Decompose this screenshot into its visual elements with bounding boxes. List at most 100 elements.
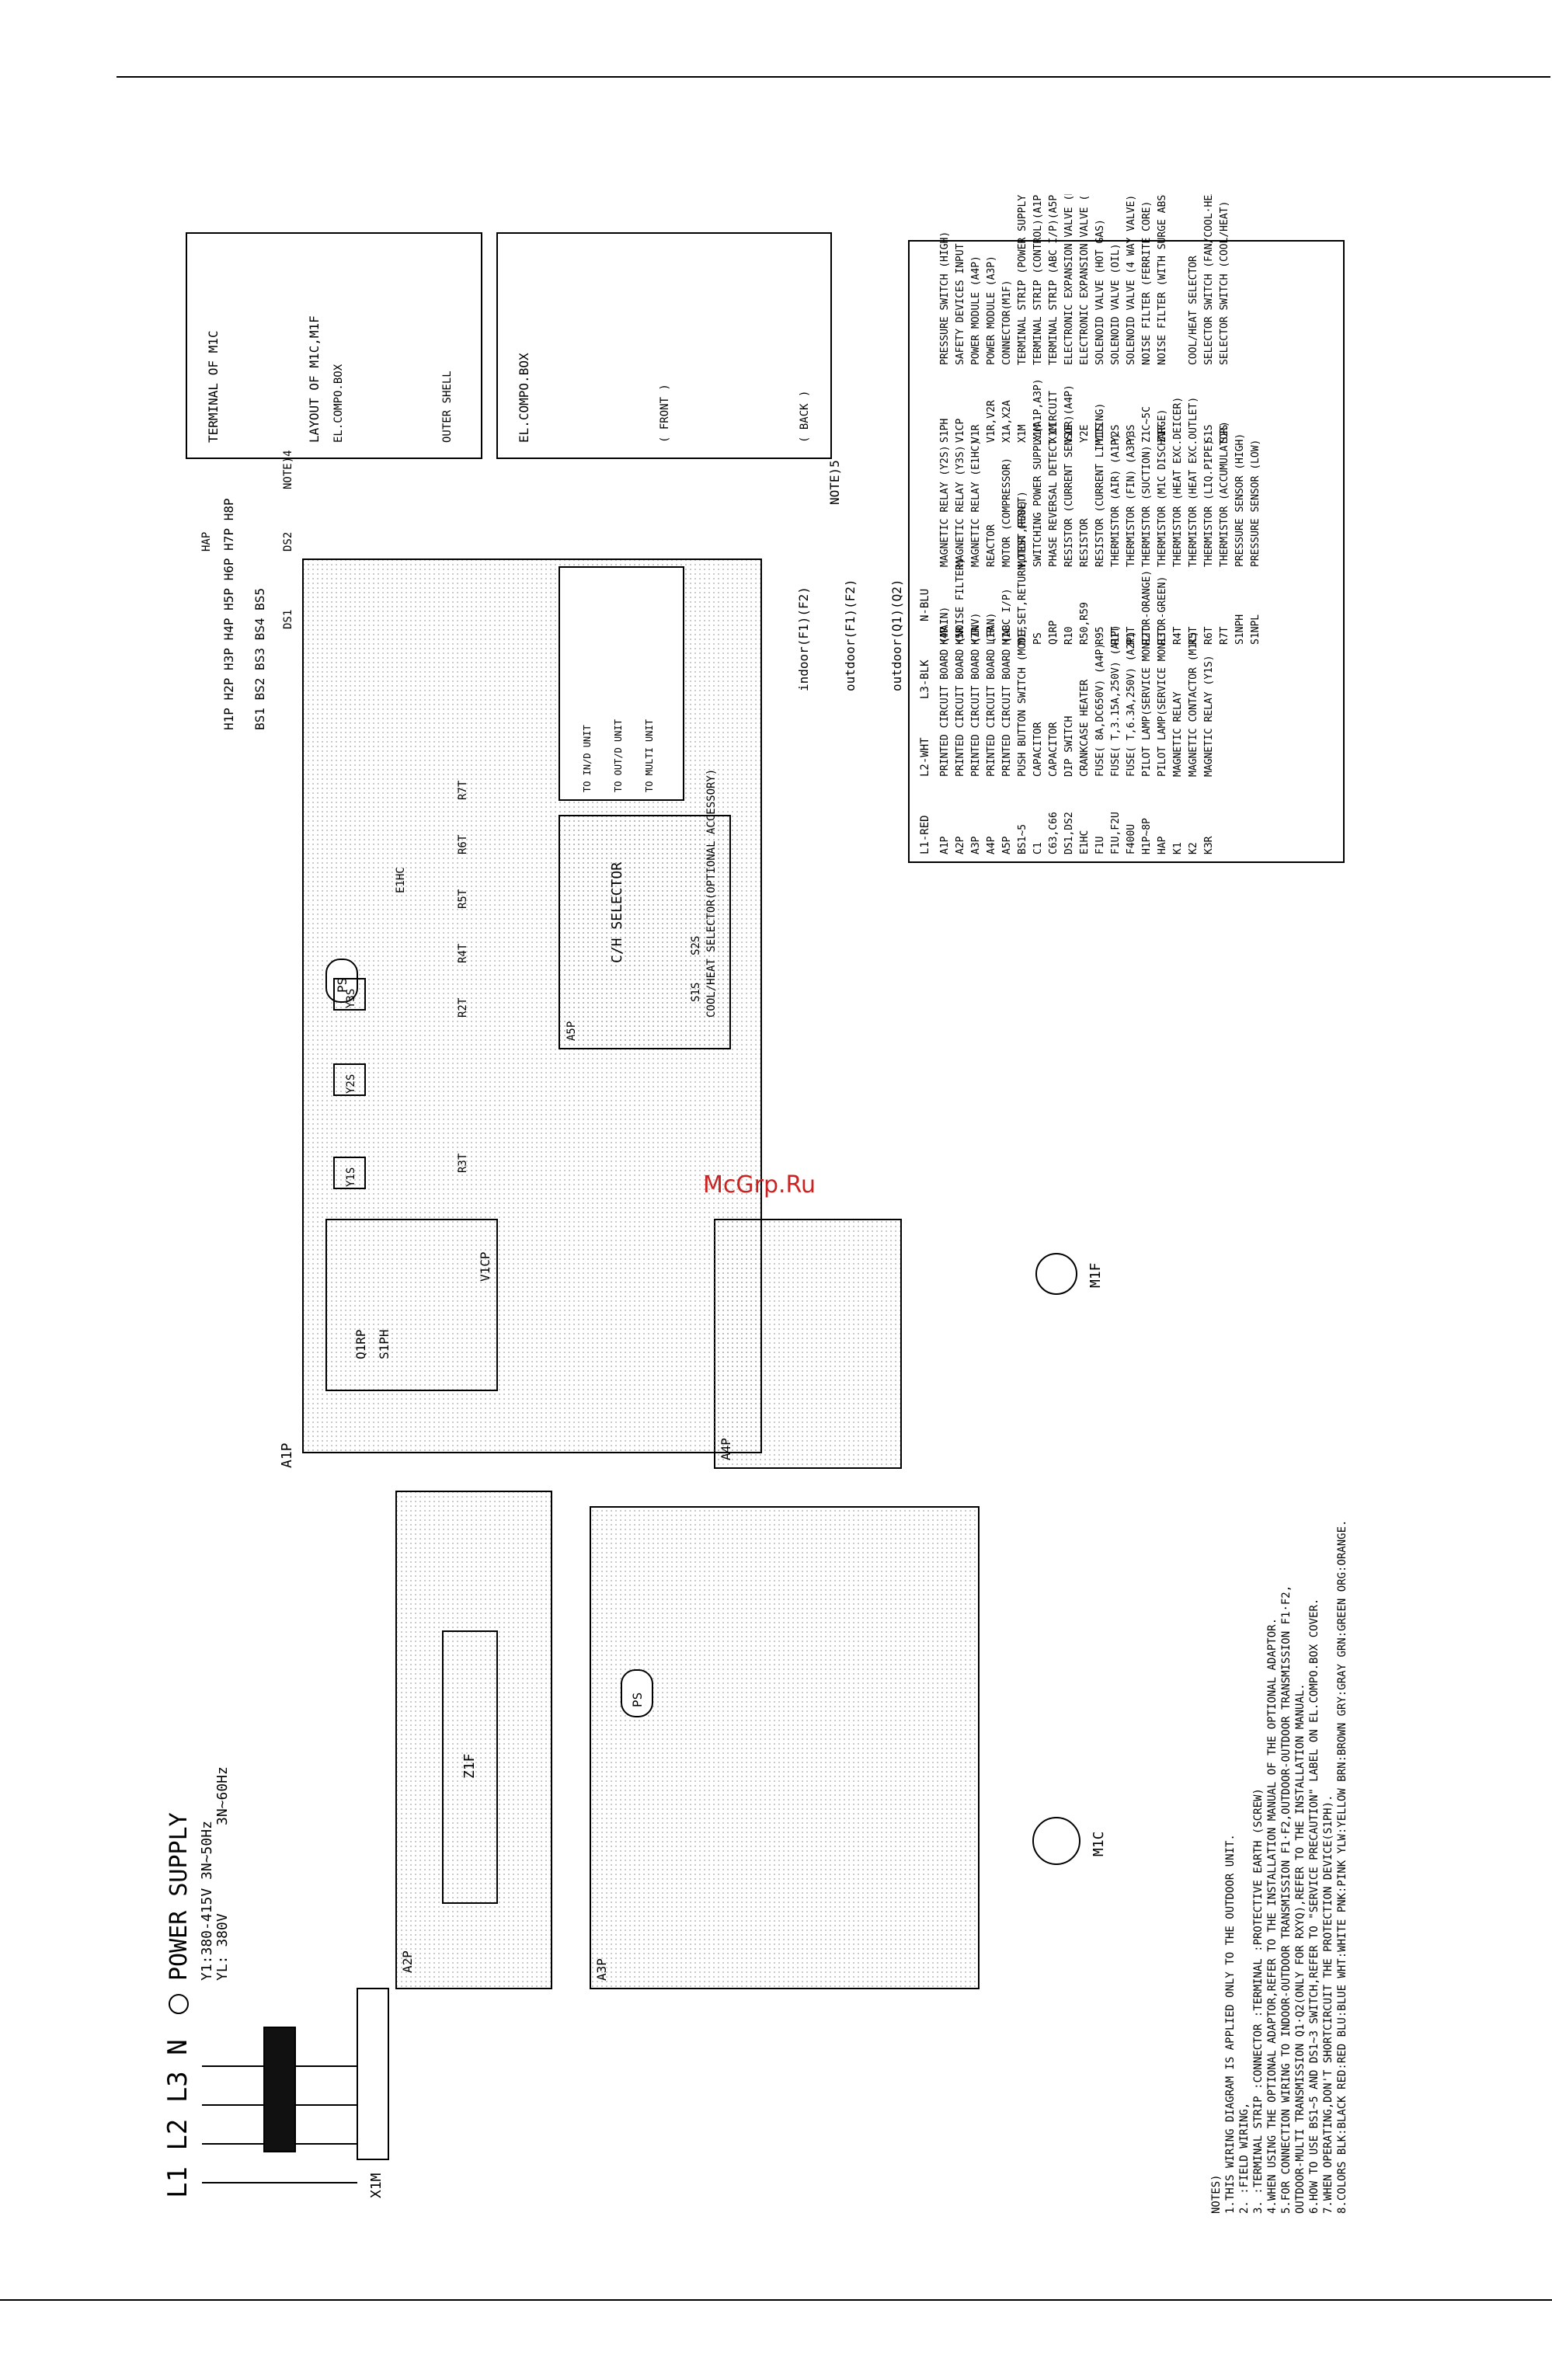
legend_col2-code: R50,R59 xyxy=(1079,602,1091,645)
legend_col2-desc: THERMISTOR (HEAT EXC.OUTLET) xyxy=(1188,397,1199,567)
legend_col3-code: V1R,V2R xyxy=(986,400,997,443)
legend_col3-desc: PRESSURE SWITCH (HIGH) xyxy=(939,231,951,365)
hap-label: HAP xyxy=(200,532,213,552)
legend_col3-desc: SAFETY DEVICES INPUT xyxy=(955,243,966,365)
legend_col1-desc: PRINTED CIRCUIT BOARD (ABC I/P) xyxy=(1001,588,1013,777)
ch-selector: A5P C/H SELECTOR COOL/HEAT SELECTOR(OPTI… xyxy=(559,769,731,1049)
legend_col1-desc: PRINTED CIRCUIT BOARD (INV) xyxy=(970,613,982,777)
a1p-label: A1P xyxy=(279,1442,295,1468)
el-box-front: ( FRONT ) xyxy=(659,384,671,443)
legend_col3-code: Y1S xyxy=(1094,425,1106,443)
legend_col2-desc: RESISTOR xyxy=(1079,518,1091,567)
legend_col1-code: HAP xyxy=(1157,836,1168,854)
legend_col3-desc: TERMINAL STRIP (ABC I/P)(A5P) xyxy=(1048,194,1060,365)
legend_col1-code: K1 xyxy=(1172,842,1184,854)
legend_col1-desc: PRINTED CIRCUIT BOARD (NOISE FILTER) xyxy=(955,558,966,777)
power-supply-title: POWER SUPPLY xyxy=(165,1812,193,1981)
legend_col2-code: R5T xyxy=(1188,626,1199,645)
bottom-rule xyxy=(0,2299,1552,2301)
legend_col2-code: R10 xyxy=(1063,627,1075,645)
r4t-label: R4T xyxy=(457,943,469,963)
legend_col2-code: M1C xyxy=(1001,627,1013,645)
terminal-labels: L1 L2 L3 N xyxy=(162,2039,193,2198)
legend_col2-code: R2T xyxy=(1141,626,1153,645)
power-supply-block: L1 L2 L3 N POWER SUPPLY Y1:380-415V 3N~5… xyxy=(162,1766,389,2198)
legend_col2-desc: THERMISTOR (ACCUMULATOR) xyxy=(1219,421,1230,567)
note4-label: NOTE)4 xyxy=(282,450,294,489)
legend_col2-code: R3T xyxy=(1157,626,1168,645)
legend_col1-code: K2 xyxy=(1188,842,1199,854)
legend_col2-desc: THERMISTOR (HEAT EXC.DEICER) xyxy=(1172,397,1184,567)
legend_col2-desc: THERMISTOR (LIQ.PIPE) xyxy=(1203,440,1215,567)
legend_col2-code: S1NPH xyxy=(1234,614,1246,645)
legend_col1-code: A4P xyxy=(986,836,997,854)
top-rule xyxy=(117,76,1550,78)
legend_col2-code: S1NPL xyxy=(1250,614,1261,645)
layout-el-box: EL.COMPO.BOX xyxy=(332,364,345,443)
legend_col2-code: R1T xyxy=(1126,626,1137,645)
power-supply-yl: YL: 380V xyxy=(214,1913,231,1981)
legend-h3: L3-BLK xyxy=(919,659,931,699)
z1f-filter xyxy=(442,1630,498,1904)
legend_col1-code: E1HC xyxy=(1079,830,1091,854)
y2s-label: Y2S xyxy=(345,1074,357,1094)
legend_col2-desc: RESISTOR (CURRENT SENSOR)(A4P) xyxy=(1063,384,1075,567)
legend_col2-desc: MOTOR (FAN) xyxy=(1017,500,1028,567)
tb-header-outdoor: TO OUT/D UNIT xyxy=(613,719,624,792)
legend_col1-desc: FUSE( T,3.15A,250V) (A1P) xyxy=(1110,625,1122,777)
a5p-label: A5P xyxy=(565,1021,578,1041)
legend_col2-code: R4T xyxy=(1172,626,1184,645)
legend_col2-desc: RESISTOR (CURRENT LIMITING) xyxy=(1094,403,1106,567)
legend_col1-desc: MAGNETIC RELAY xyxy=(1172,691,1184,777)
q1rp-block xyxy=(325,1219,498,1391)
legend_col2-desc: PRESSURE SENSOR (HIGH) xyxy=(1234,433,1246,567)
legend_col3-code: Y1E xyxy=(1063,425,1075,443)
legend_col3-desc: TERMINAL STRIP (POWER SUPPLY) xyxy=(1017,194,1028,365)
legend_col3-desc: SOLENOID VALVE (HOT GAS) xyxy=(1094,219,1106,365)
layout-insets: TERMINAL OF M1C LAYOUT OF M1C,M1F EL.COM… xyxy=(186,232,832,459)
y3s-label: Y3S xyxy=(345,989,357,1008)
legend_col1-code: A2P xyxy=(955,836,966,854)
legend_col1-desc: PUSH BUTTON SWITCH (MODE,SET,RETURN,TEST… xyxy=(1017,491,1028,777)
el-box-inset xyxy=(496,232,832,459)
q1rp-label: Q1RP xyxy=(353,1329,368,1359)
ps-a1p-label: PS xyxy=(335,978,350,993)
legend_col3-code: Y3S xyxy=(1126,425,1137,443)
legend_col2-desc: PRESSURE SENSOR (LOW) xyxy=(1250,440,1261,567)
s1ph-label: S1PH xyxy=(377,1329,391,1359)
legend_col1-code: K3R xyxy=(1203,836,1215,854)
legend_col3-code: X1M xyxy=(1017,424,1028,443)
el-box-back: ( BACK ) xyxy=(799,391,811,443)
legend_col1-desc: FUSE( 8A,DC650V) (A4P) xyxy=(1094,643,1106,777)
r7t-label: R7T xyxy=(457,780,469,800)
h-row: H1P H2P H3P H4P H5P H6P H7P H8P xyxy=(221,498,236,730)
ps-a3p-label: PS xyxy=(630,1693,645,1707)
legend_col3-desc: TERMINAL STRIP (CONTROL)(A1P) xyxy=(1032,194,1044,365)
m1f-label: M1F xyxy=(1087,1262,1104,1288)
legend_col1-code: H1P~8P xyxy=(1141,818,1153,854)
legend_col3-code: X1M xyxy=(1048,424,1060,443)
legend_col2-code: R1T xyxy=(1110,626,1122,645)
legend_col3-desc: POWER MODULE (A4P) xyxy=(970,256,982,365)
legend_col3-desc: ELECTRONIC EXPANSION VALVE (MAIN) xyxy=(1063,194,1075,365)
legend_col2-code: R7T xyxy=(1219,626,1230,645)
outdoor-q1q2: outdoor(Q1)(Q2) xyxy=(889,579,904,692)
power-boards: A2P Z1F A3P PS A4P M1C M1F xyxy=(395,1219,1107,1989)
legend_col3-desc: NOISE FILTER (FERRITE CORE) xyxy=(1141,201,1153,365)
legend_col1-code: F1U xyxy=(1094,837,1106,854)
note-line: 4.WHEN USING THE OPTIONAL ADAPTOR,REFER … xyxy=(1266,1618,1279,2214)
legend_col1-desc: PRINTED CIRCUIT BOARD (MAIN) xyxy=(939,607,951,777)
legend_col2-desc: SWITCHING POWER SUPPLY(A1P,A3P) xyxy=(1032,378,1044,567)
legend_col3-code: S2S xyxy=(1219,425,1230,443)
legend_col2-code: K5R xyxy=(955,626,966,645)
legend_col3-code: X1A,X2A xyxy=(1001,400,1013,443)
outdoor-f1f2: outdoor(F1)(F2) xyxy=(843,579,858,692)
legend_col2-code: Q1RP xyxy=(1048,621,1060,645)
note-line: 2. :FIELD WIRING, xyxy=(1238,2103,1251,2214)
legend_col2-desc: MAGNETIC RELAY (E1HC) xyxy=(970,440,982,567)
legend_col3-desc: POWER MODULE (A3P) xyxy=(986,256,997,365)
y2s-box xyxy=(333,1063,366,1096)
legend_col3-code: V1R xyxy=(970,424,982,443)
note-line: OUTDOOR-MULTI TRANSMISSION Q1·Q2(ONLY FO… xyxy=(1294,1683,1307,2214)
